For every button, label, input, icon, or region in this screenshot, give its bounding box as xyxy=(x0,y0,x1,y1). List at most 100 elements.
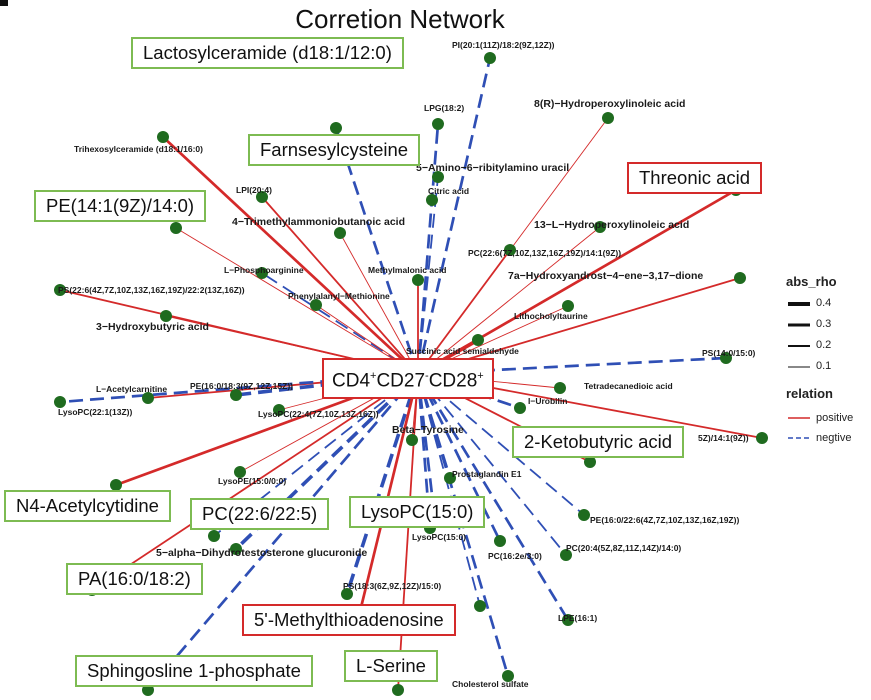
network-node xyxy=(170,222,182,234)
network-node xyxy=(110,479,122,491)
network-node xyxy=(594,221,606,233)
network-node xyxy=(578,509,590,521)
network-node xyxy=(426,194,438,206)
boxed-label-l-serine: L-Serine xyxy=(344,650,438,682)
network-edge xyxy=(416,57,492,375)
node-label: 8(R)−Hydroperoxylinoleic acid xyxy=(534,98,686,110)
node-label: Tetradecanedioic acid xyxy=(584,381,673,391)
network-node xyxy=(142,392,154,404)
network-node xyxy=(334,227,346,239)
network-node xyxy=(310,299,322,311)
network-node xyxy=(160,310,172,322)
boxed-label-threonic-acid: Threonic acid xyxy=(627,162,763,194)
node-label: PC(20:4(5Z,8Z,11Z,14Z)/14:0) xyxy=(566,543,682,553)
center-node: CD4+CD27-CD28+ xyxy=(322,358,494,400)
network-node xyxy=(756,432,768,444)
node-label: Methylmalonic acid xyxy=(368,265,447,275)
network-node xyxy=(484,52,496,64)
node-label: PC(16:2e/3:0) xyxy=(488,551,542,561)
node-label: LysoPC(22:4(7Z,10Z,13Z,16Z)) xyxy=(258,409,379,419)
center-sup: + xyxy=(477,370,484,382)
node-label: PI(20:1(11Z)/18:2(9Z,12Z)) xyxy=(452,40,555,50)
node-label: PE(16:0/22:6(4Z,7Z,10Z,13Z,16Z,19Z)) xyxy=(590,515,740,525)
node-label: Beta−Tyrosine xyxy=(392,424,464,436)
network-edge xyxy=(417,188,737,376)
network-node xyxy=(720,352,732,364)
boxed-label-n4-acetylcytidine: N4-Acetylcytidine xyxy=(4,490,171,522)
node-label: LysoPC(22:1(13Z)) xyxy=(58,407,133,417)
boxed-label-lysopc-15-0: LysoPC(15:0) xyxy=(349,496,486,528)
network-node xyxy=(273,404,285,416)
network-node xyxy=(562,614,574,626)
node-label: LysoPC(15:0) xyxy=(412,532,467,542)
network-node xyxy=(142,684,154,696)
node-label: L−Phosphoarginine xyxy=(224,265,304,275)
legend-relation-negative: negtive xyxy=(816,432,852,444)
legend-relation-title: relation xyxy=(786,386,833,401)
center-text: CD28 xyxy=(428,370,478,392)
node-label: Trihexosylceramide (d18:1/16:0) xyxy=(74,144,203,154)
network-node xyxy=(230,543,242,555)
corner-mark xyxy=(0,0,8,6)
network-node xyxy=(54,396,66,408)
legend-relation-keys xyxy=(788,417,810,439)
node-label: 13−L−Hydroperoxylinoleic acid xyxy=(534,219,690,231)
center-text: CD4 xyxy=(332,370,371,392)
network-edge xyxy=(417,373,481,607)
network-node xyxy=(208,530,220,542)
network-node xyxy=(412,274,424,286)
boxed-label-methylthioadenosine: 5'-Methylthioadenosine xyxy=(242,604,456,636)
node-label: Phenylalanyl−Methionine xyxy=(288,291,390,301)
node-label: 5−alpha−Dihydrotestosterone glucuronide xyxy=(156,547,368,559)
legend-abs-rho-value: 0.4 xyxy=(816,297,832,309)
network-node xyxy=(602,112,614,124)
network-node xyxy=(256,267,268,279)
network-node xyxy=(554,382,566,394)
network-node xyxy=(230,389,242,401)
network-node xyxy=(444,472,456,484)
node-label: LPI(20:4) xyxy=(236,185,272,195)
legend-abs-rho-value: 0.1 xyxy=(816,360,832,372)
network-edge xyxy=(339,232,419,375)
node-label: Cholesterol sulfate xyxy=(452,679,529,689)
network-edge xyxy=(91,373,419,591)
node-label: 5−Amino−6−ribitylamino uracil xyxy=(416,162,570,174)
network-node xyxy=(256,191,268,203)
network-node xyxy=(234,466,246,478)
legend-abs-rho-keys xyxy=(788,302,810,368)
network-edge xyxy=(175,227,419,375)
center-sup: + xyxy=(370,370,377,382)
node-label: PS(14:0/15:0) xyxy=(702,348,756,358)
node-label: 4−Trimethylammoniobutanoic acid xyxy=(232,216,405,228)
network-node xyxy=(432,171,444,183)
legend-abs-rho-value: 0.3 xyxy=(816,318,832,330)
network-edge xyxy=(261,272,419,375)
boxed-label-pe-14-1: PE(14:1(9Z)/14:0) xyxy=(34,190,207,222)
node-label: LysoPE(15:0/0:0) xyxy=(218,476,287,486)
network-node xyxy=(584,456,596,468)
network-edge xyxy=(417,226,601,375)
boxed-label-pc-22-6: PC(22:6/22:5) xyxy=(190,498,330,530)
network-edge xyxy=(345,373,420,595)
network-node xyxy=(406,434,418,446)
node-label: Succinic acid semialdehyde xyxy=(406,346,519,356)
legend-relation-positive: positive xyxy=(816,412,854,424)
boxed-label-pa-16-0: PA(16:0/18:2) xyxy=(66,563,203,595)
node-label: PS(18:3(6Z,9Z,12Z)/15:0) xyxy=(343,581,442,591)
network-node xyxy=(494,535,506,547)
legend-abs-rho-title: abs_rho xyxy=(786,274,837,289)
network-node xyxy=(734,272,746,284)
network-node xyxy=(514,402,526,414)
network-edge xyxy=(417,373,567,556)
node-label: L−Acetylcarnitine xyxy=(96,384,168,394)
network-node xyxy=(341,588,353,600)
network-edge xyxy=(416,373,570,621)
network-node xyxy=(502,670,514,682)
network-edge xyxy=(417,249,511,375)
network-node xyxy=(392,684,404,696)
network-node xyxy=(560,549,572,561)
network-edge xyxy=(334,127,420,375)
node-label: Citric acid xyxy=(428,186,470,196)
legend-abs-rho-value: 0.2 xyxy=(816,339,832,351)
